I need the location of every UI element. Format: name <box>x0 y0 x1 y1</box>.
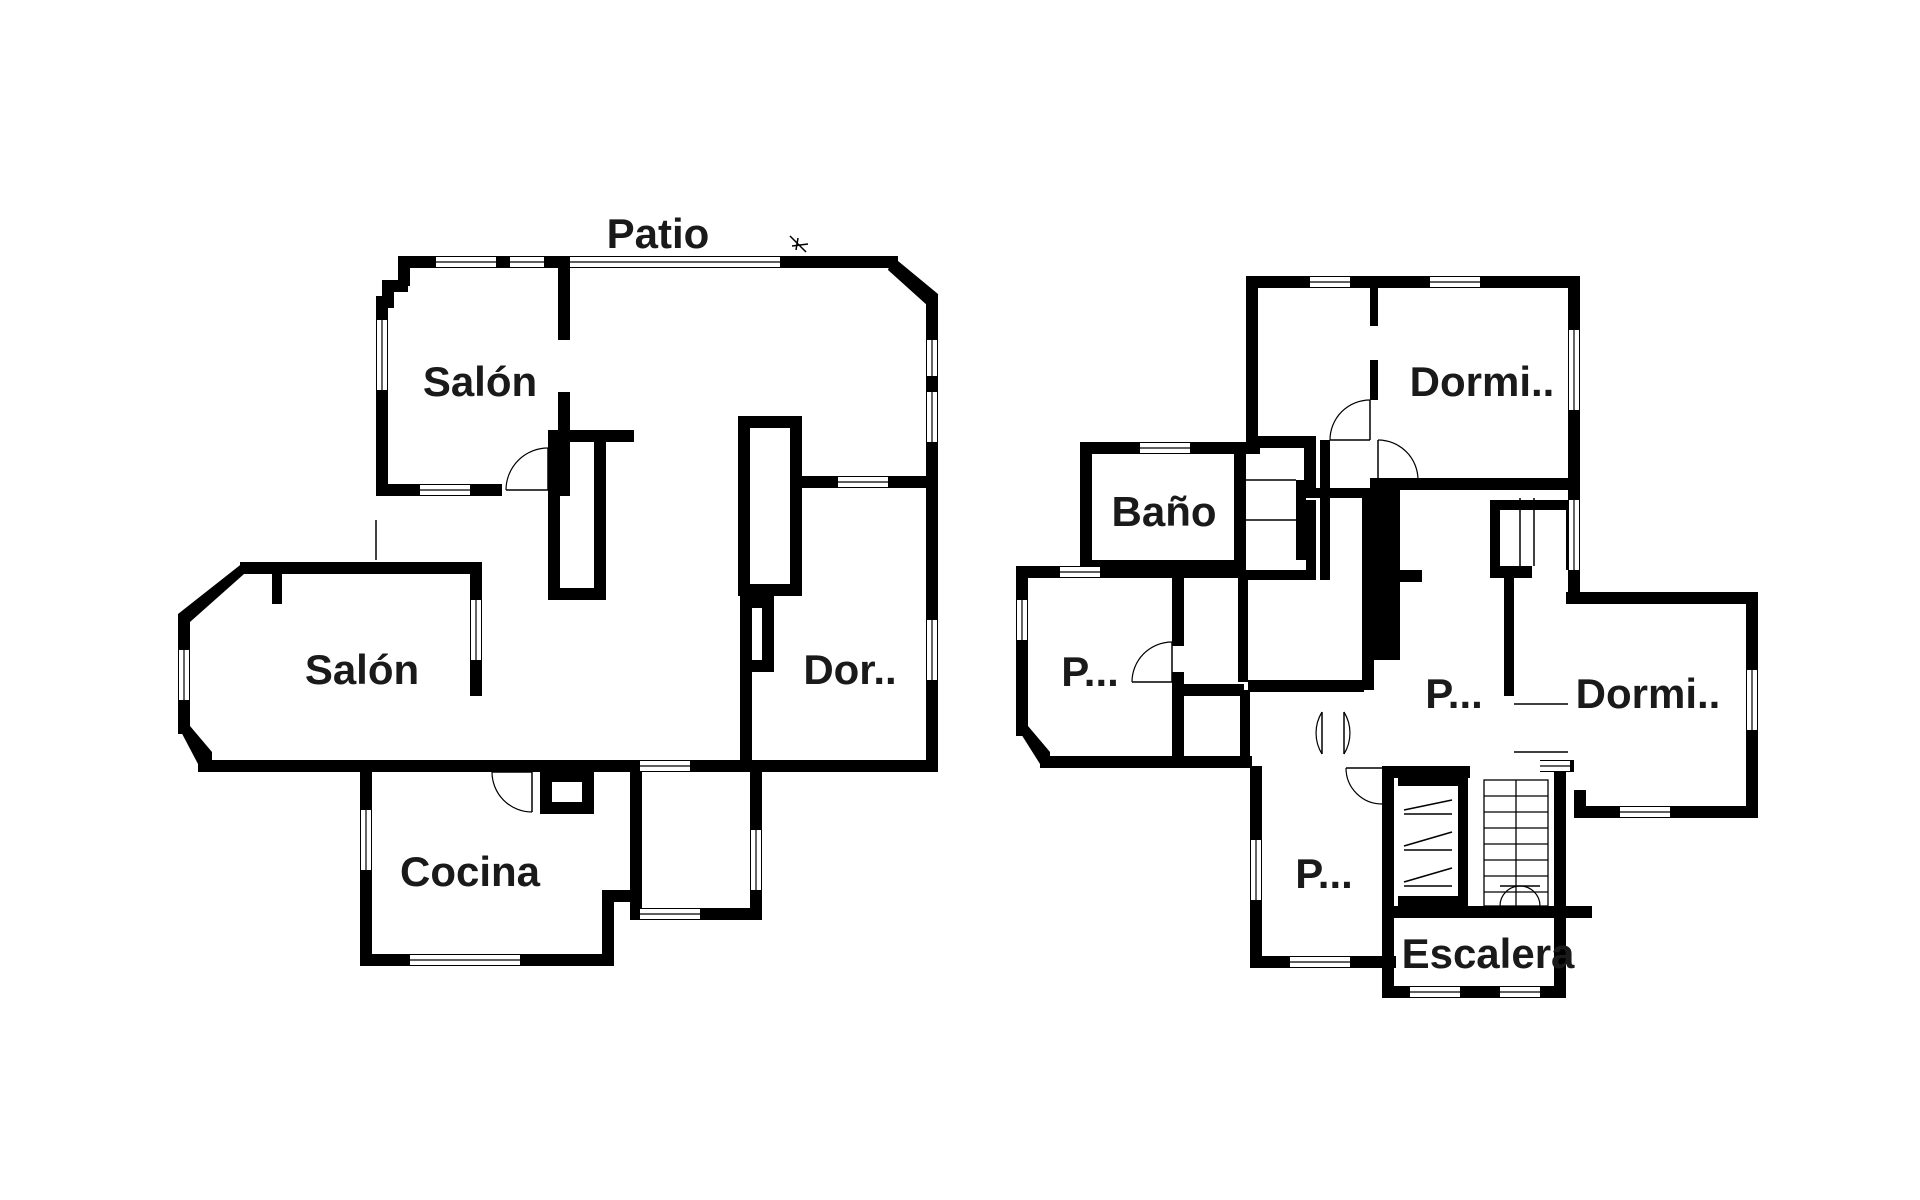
room-label-pasillo-left: P... <box>1061 648 1119 695</box>
patio-label: Patio <box>607 210 710 257</box>
upper-floor-plan <box>1016 276 1758 998</box>
closet-shelves <box>1403 799 1453 887</box>
room-label-pasillo-center: P... <box>1425 670 1483 717</box>
room-label-cocina: Cocina <box>400 848 541 895</box>
room-label-salon-top: Salón <box>423 358 537 405</box>
ground-floor-windows <box>179 257 937 965</box>
compass-icon <box>789 235 809 253</box>
room-label-dormitorio-right: Dormi.. <box>1576 670 1721 717</box>
upper-floor-doors <box>1131 399 1568 907</box>
ground-floor-plan <box>178 235 938 966</box>
ground-floor-doors <box>375 447 752 813</box>
room-label-salon-left: Salón <box>305 646 419 693</box>
room-label-escalera: Escalera <box>1402 930 1575 977</box>
room-label-pasillo-bottom: P... <box>1295 850 1353 897</box>
upper-floor-walls <box>1016 276 1758 998</box>
ground-floor-walls <box>178 256 938 966</box>
room-label-bano: Baño <box>1112 488 1217 535</box>
room-labels: Patio Salón Salón Dor.. Cocina Dormi.. B… <box>305 210 1721 977</box>
room-label-dormitorio-ground: Dor.. <box>803 646 896 693</box>
upper-floor-windows <box>1017 277 1757 997</box>
room-label-dormitorio-top: Dormi.. <box>1410 358 1555 405</box>
staircase <box>1483 779 1549 907</box>
